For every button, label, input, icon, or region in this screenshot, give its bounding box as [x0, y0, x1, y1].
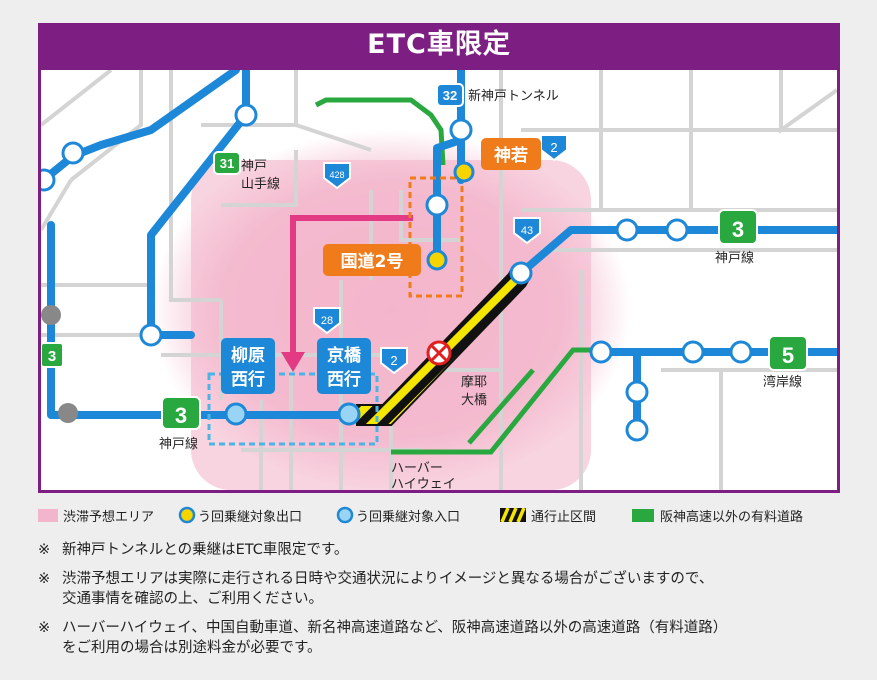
kobe-line-bottom-label: 神戸線 — [159, 436, 198, 452]
kobe-yamate-label-1: 神戸 — [241, 159, 267, 174]
detour-arrow — [281, 215, 413, 372]
legend-exit-label: う回乗継対象出口 — [198, 509, 303, 525]
entrance-dot-icon — [336, 506, 354, 524]
note-line: をご利用の場合は別途料金が必要です。 — [62, 640, 322, 656]
svg-text:43: 43 — [521, 225, 533, 237]
route-3-bottom-shield: 3 — [161, 396, 201, 430]
svg-text:国道2号: 国道2号 — [341, 251, 404, 272]
svg-text:428: 428 — [329, 170, 344, 180]
svg-text:31: 31 — [220, 156, 234, 171]
maya-label-1: 摩耶 — [461, 374, 487, 390]
yanagihara-label: 柳原 西行 — [221, 338, 275, 394]
kyobashi-entrance-dot — [337, 402, 361, 426]
svg-text:2: 2 — [550, 140, 557, 155]
svg-text:西行: 西行 — [327, 369, 361, 390]
kokudo2-label: 国道2号 — [323, 244, 421, 276]
tunnel-label: 新神戸トンネル — [468, 88, 559, 104]
svg-text:28: 28 — [321, 315, 333, 327]
route-2b-shield: 2 — [380, 347, 408, 375]
note-line: 渋滞予想エリアは実際に走行される日時や交通状況によりイメージと異なる場合がござい… — [62, 571, 714, 587]
svg-text:3: 3 — [48, 348, 56, 365]
entrance-dashed-box — [207, 372, 379, 446]
route-43-shield: 43 — [513, 217, 541, 245]
legend-closed-label: 通行止区間 — [531, 509, 597, 525]
svg-text:西行: 西行 — [231, 369, 265, 390]
closed-swatch-icon — [500, 508, 526, 522]
route-32-shield: 32 — [436, 83, 464, 107]
legend-entrance-label: う回乗継対象入口 — [356, 509, 461, 525]
route-3-left-shield: 3 — [41, 342, 64, 368]
maya-label-2: 大橋 — [461, 393, 487, 408]
title-bar: ETC車限定 — [38, 23, 840, 67]
note-mark: ※ — [38, 542, 51, 558]
legend-entrance: う回乗継対象入口 — [336, 505, 460, 525]
route-5-shield: 5 — [768, 335, 808, 371]
congestion-swatch — [38, 508, 58, 522]
junction-dots — [41, 103, 753, 442]
svg-text:3: 3 — [175, 403, 187, 428]
kobe-yamate-label-2: 山手線 — [241, 176, 280, 192]
note-line: 新神戸トンネルとの乗継はETC車限定です。 — [62, 542, 349, 558]
route-map: 31 32 3 3 3 5 428 43 28 2 2 — [38, 67, 840, 493]
note-mark: ※ — [38, 620, 51, 636]
note-3: ※ ハーバーハイウェイ、中国自動車道、新名神高速道路など、阪神高速道路以外の高速… — [38, 618, 858, 658]
yanagihara-entrance-dot — [224, 402, 248, 426]
note-line: ハーバーハイウェイ、中国自動車道、新名神高速道路など、阪神高速道路以外の高速道路… — [62, 620, 728, 636]
legend-congestion: 渋滞予想エリア — [38, 505, 154, 525]
legend-closed: 通行止区間 — [500, 505, 596, 525]
local-roads — [41, 70, 837, 490]
toll-road-swatch — [632, 508, 654, 522]
svg-text:京橋: 京橋 — [327, 345, 362, 366]
note-2: ※ 渋滞予想エリアは実際に走行される日時や交通状況によりイメージと異なる場合がご… — [38, 569, 858, 609]
legend-congestion-label: 渋滞予想エリア — [63, 509, 155, 525]
svg-text:神若: 神若 — [494, 145, 528, 166]
toll-roads — [314, 97, 601, 455]
exit-dashed-box — [408, 176, 464, 298]
route-map-svg: 31 32 3 3 3 5 428 43 28 2 2 — [41, 70, 837, 490]
wangan-line-label: 湾岸線 — [763, 374, 802, 390]
kokudo2-exit-dot — [426, 249, 448, 271]
svg-text:2: 2 — [390, 353, 397, 368]
notes: ※ 新神戸トンネルとの乗継はETC車限定です。 ※ 渋滞予想エリアは実際に走行さ… — [38, 540, 858, 667]
route-3-right-shield: 3 — [718, 209, 758, 245]
route-428-shield: 428 — [323, 162, 351, 190]
legend-toll-road-label: 阪神高速以外の有料道路 — [660, 509, 804, 525]
kamiwaka-label: 神若 — [481, 138, 541, 170]
note-mark: ※ — [38, 571, 51, 587]
gray-junction-dots — [41, 305, 78, 423]
legend-exit: う回乗継対象出口 — [178, 505, 302, 525]
page-title: ETC車限定 — [367, 29, 511, 60]
svg-text:5: 5 — [782, 343, 794, 368]
kamiwaka-exit-dot — [453, 161, 475, 183]
note-line: 交通事情を確認の上、ご利用ください。 — [62, 591, 323, 607]
kyobashi-label: 京橋 西行 — [317, 338, 371, 394]
closed-icon — [426, 340, 452, 366]
harbor-label-1: ハーバー — [391, 461, 443, 476]
kobe-line-right-label: 神戸線 — [715, 250, 754, 266]
legend-toll-road: 阪神高速以外の有料道路 — [632, 505, 803, 525]
svg-text:32: 32 — [443, 88, 457, 103]
svg-text:3: 3 — [732, 217, 744, 242]
exit-dot-icon — [178, 506, 196, 524]
svg-text:柳原: 柳原 — [231, 345, 265, 366]
harbor-label-2: ハイウェイ — [391, 477, 456, 490]
route-31-shield: 31 — [213, 151, 241, 175]
note-1: ※ 新神戸トンネルとの乗継はETC車限定です。 — [38, 540, 858, 560]
route-28-shield: 28 — [313, 307, 341, 335]
